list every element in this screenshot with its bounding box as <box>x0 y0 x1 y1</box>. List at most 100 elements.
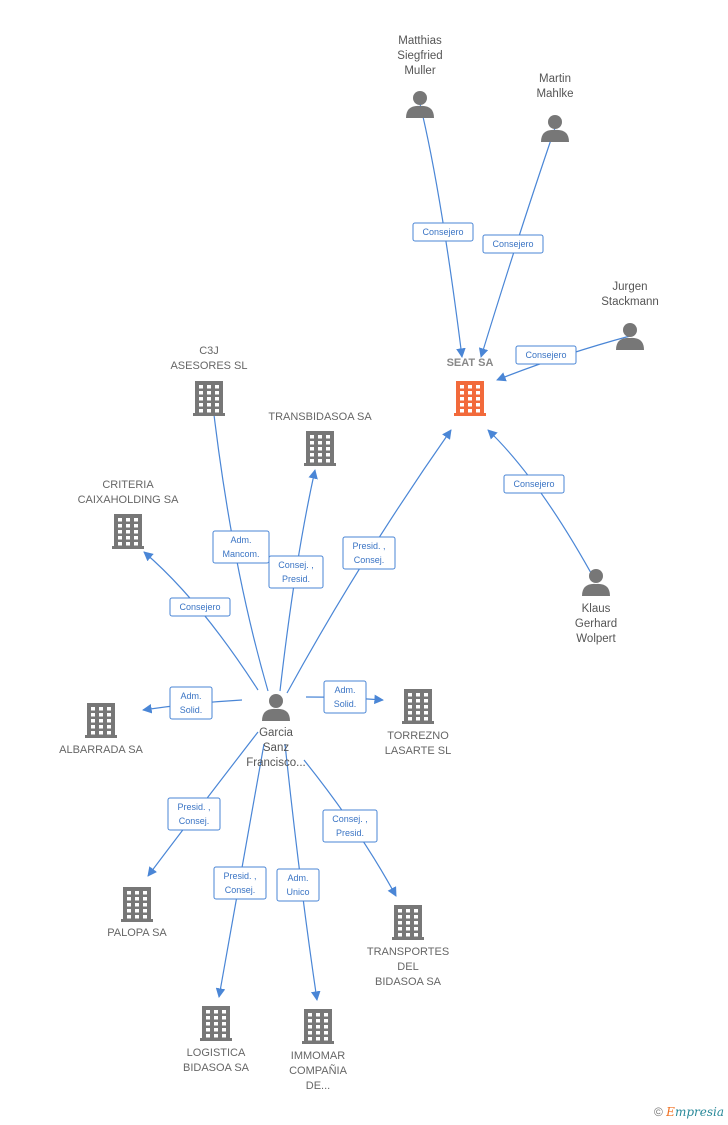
edge-label-text: Solid. <box>334 699 357 709</box>
edge-label-text: Adm. <box>230 535 251 545</box>
relation-edge-jstack-seat[interactable]: Consejero <box>496 335 631 382</box>
node-label: Siegfried <box>397 50 442 62</box>
node-label: PALOPA SA <box>107 927 167 939</box>
relation-edge-garcia-c3j[interactable]: Adm. Mancom. <box>207 388 270 692</box>
node-label: TORREZNO <box>387 730 449 742</box>
edge-label-text: Consejero <box>492 239 533 249</box>
relation-edge-garcia-torrezno[interactable]: Adm. Solid. <box>305 680 384 714</box>
node-label: Sanz <box>263 742 289 754</box>
node-albarrada[interactable]: ALBARRADA SA <box>59 703 144 756</box>
edge-label-text: Adm. <box>180 691 201 701</box>
edge-label-box[interactable]: Presid. , Consej. <box>167 797 221 831</box>
edge-label-text: Presid. <box>282 574 310 584</box>
node-label: Martin <box>539 73 571 85</box>
relation-edge-kwolpert-seat[interactable]: Consejero <box>487 429 597 583</box>
building-icon <box>392 905 424 940</box>
brand-logo: Empresia <box>666 1105 724 1119</box>
relation-edge-garcia-palopa[interactable]: Presid. , Consej. <box>147 731 259 877</box>
node-label: COMPAÑIA <box>289 1064 348 1077</box>
node-label: Francisco... <box>246 757 305 769</box>
edge-label-box[interactable]: Consej. , Presid. <box>268 555 324 589</box>
person-icon <box>541 115 569 142</box>
relation-edge-garcia-transportes[interactable]: Consej. , Presid. <box>303 759 397 897</box>
node-label: Gerhard <box>575 618 617 630</box>
edge-label-text: Solid. <box>180 705 203 715</box>
edge-label-text: Presid. , <box>352 541 385 551</box>
edge-line <box>419 103 466 358</box>
node-label: Matthias <box>398 35 442 47</box>
relation-edge-mmahlke-seat[interactable]: Consejero <box>478 127 556 358</box>
building-icon <box>302 1009 334 1044</box>
person-icon <box>616 323 644 350</box>
edge-label-box[interactable]: Adm. Solid. <box>323 680 367 714</box>
edge-label-text: Consej. , <box>278 560 314 570</box>
relation-edge-garcia-transbidasoa[interactable]: Consej. , Presid. <box>268 469 324 692</box>
edge-label-box[interactable]: Consejero <box>503 474 565 494</box>
edge-label-box[interactable]: Adm. Solid. <box>169 686 213 720</box>
node-transbidasoa[interactable]: TRANSBIDASOA SA <box>268 411 372 466</box>
node-label: LASARTE SL <box>385 745 451 757</box>
relation-edge-garcia-criteria[interactable]: Consejero <box>143 551 259 691</box>
edge-label-text: Consejero <box>179 602 220 612</box>
edge-label-box[interactable]: Adm. Mancom. <box>212 530 270 564</box>
edge-line <box>487 429 597 583</box>
edge-label-text: Mancom. <box>222 549 259 559</box>
building-icon <box>454 381 486 416</box>
node-label: ALBARRADA SA <box>59 744 143 756</box>
edge-label-box[interactable]: Presid. ,Consej. <box>213 866 267 900</box>
node-label: Mahlke <box>536 88 573 100</box>
edge-label-box[interactable]: Consejero <box>169 597 231 617</box>
node-palopa[interactable]: PALOPA SA <box>107 887 167 939</box>
node-label: Muller <box>404 65 435 77</box>
node-label: TRANSBIDASOA SA <box>268 411 372 423</box>
node-label: DEL <box>397 961 418 973</box>
person-icon <box>406 91 434 118</box>
relation-edge-garcia-immomar[interactable]: Adm. Unico <box>276 743 321 1001</box>
edge-label-box[interactable]: Consejero <box>482 234 544 254</box>
edge-label-text: Adm. <box>334 685 355 695</box>
footer-brand[interactable]: © Empresia <box>654 1105 724 1119</box>
edge-label-box[interactable]: Consej. , Presid. <box>322 809 378 843</box>
node-label: ASESORES SL <box>170 360 247 372</box>
copyright-symbol: © <box>653 1105 663 1119</box>
node-label: CAIXAHOLDING SA <box>78 494 180 506</box>
node-label: Stackmann <box>601 296 659 308</box>
relation-edge-garcia-seat[interactable]: Presid. , Consej. <box>286 429 452 694</box>
relation-edge-garcia-logistica[interactable]: Presid. ,Consej. <box>213 743 267 998</box>
edge-label-text: Presid. <box>336 828 364 838</box>
edge-label-text: Consej. <box>354 555 385 565</box>
building-icon <box>200 1006 232 1041</box>
edge-label-box[interactable]: Consejero <box>412 222 474 242</box>
edge-label-text: Adm. <box>287 873 308 883</box>
edge-label-text: Presid. , <box>223 871 256 881</box>
building-icon <box>85 703 117 738</box>
edge-label-box[interactable]: Presid. , Consej. <box>342 536 396 570</box>
relation-edge-garcia-albarrada[interactable]: Adm. Solid. <box>142 686 243 720</box>
edge-label-box[interactable]: Consejero <box>515 345 577 365</box>
edge-label-text: Consej. <box>179 816 210 826</box>
node-label: DE... <box>306 1080 330 1092</box>
node-label: Klaus <box>582 603 611 615</box>
building-icon <box>121 887 153 922</box>
node-label: Wolpert <box>576 633 616 645</box>
edge-label-text: Unico <box>286 887 309 897</box>
node-immomar[interactable]: IMMOMARCOMPAÑIADE... <box>289 1009 348 1092</box>
relation-edge-mmuller-seat[interactable]: Consejero <box>412 103 474 358</box>
edge-label-text: Presid. , <box>177 802 210 812</box>
edge-label-text: Consejero <box>422 227 463 237</box>
building-icon <box>304 431 336 466</box>
node-label: Garcia <box>259 727 293 739</box>
node-torrezno[interactable]: TORREZNO LASARTE SL <box>385 689 451 757</box>
node-seat[interactable]: SEAT SA <box>447 357 494 416</box>
edge-label-box[interactable]: Adm. Unico <box>276 868 320 902</box>
node-garcia[interactable]: GarciaSanzFrancisco... <box>246 694 306 769</box>
edge-label-text: Consej. , <box>332 814 368 824</box>
